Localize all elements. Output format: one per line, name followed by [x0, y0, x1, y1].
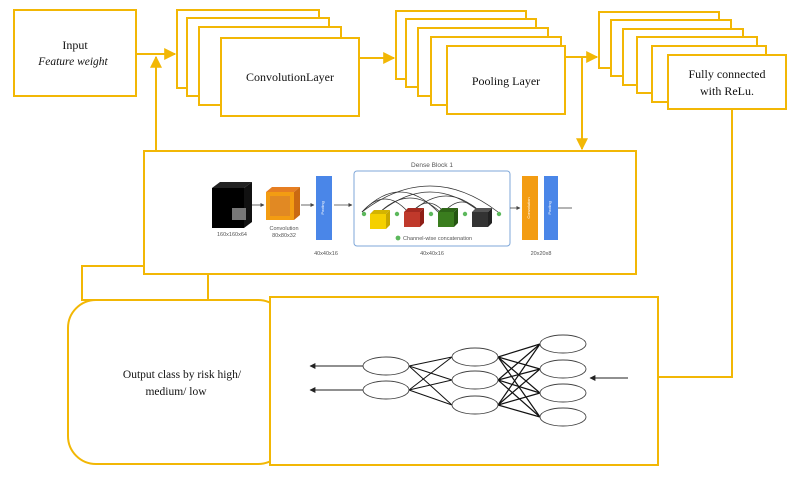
nn-hidden1-node: [451, 395, 499, 415]
dense-block-title: Dense Block 1: [411, 162, 453, 169]
concat-legend-dot: [395, 235, 401, 241]
output-class-box: Output class by risk high/ medium/ low: [67, 299, 287, 465]
output-class-line1: Output class by risk high/: [123, 369, 242, 381]
connector-dense-to-output: [81, 265, 209, 301]
conv-cube-label: Convolution: [269, 226, 298, 232]
nn-output-node: [362, 356, 410, 376]
connector-fc-to-nn: [642, 109, 733, 378]
pooling-layer-label: Pooling Layer: [472, 74, 540, 88]
conv-size-label: 80x80x32: [272, 233, 296, 239]
input-box: Input Feature weight: [13, 9, 137, 97]
concat-dots: [361, 211, 502, 217]
pooling-bar-2-tag: Pooling: [547, 201, 552, 214]
convolution-layer-stack: ConvolutionLayer: [176, 9, 360, 117]
pooling-bar-2: [544, 176, 558, 240]
nn-hidden2-node: [539, 383, 587, 403]
input-label: Input: [62, 38, 88, 52]
cube-dark: [472, 208, 492, 227]
dense-block-panel: 160x160x64 Convolution 80x80x32 Pooling …: [143, 150, 637, 275]
convolution-bar: [522, 176, 538, 240]
feature-weight-label: Feature weight: [37, 56, 108, 68]
block-size-label: 40x40x16: [420, 251, 444, 257]
nn-hidden2-node: [539, 359, 587, 379]
nn-hidden2-node: [539, 407, 587, 427]
convolution-layer-label: ConvolutionLayer: [246, 70, 334, 84]
input-size-label: 160x160x64: [217, 232, 247, 238]
nn-hidden2-node: [539, 334, 587, 354]
pool-size-label: 40x40x16: [314, 251, 338, 257]
output-class-line2: medium/ low: [145, 386, 207, 398]
convolution-bar-tag: Convolution: [526, 197, 531, 218]
concat-caption: Channel-wise concatenation: [403, 236, 472, 242]
relu-label: with ReLu.: [700, 84, 754, 98]
nn-nodes: [362, 334, 587, 427]
cube-red: [404, 208, 424, 227]
pooling-bar-1: [316, 176, 332, 240]
cube-green: [438, 208, 458, 227]
neural-network-panel: [269, 296, 659, 466]
dense-block-1: Dense Block 1: [353, 162, 511, 247]
nn-edges-o-to-h: [408, 356, 453, 406]
convolution-cube: [266, 187, 300, 220]
fully-connected-label: Fully connected: [689, 67, 766, 81]
out-size-label: 20x20x8: [531, 251, 552, 257]
nn-output-node: [362, 380, 410, 400]
nn-edges-h-to-h: [497, 343, 541, 418]
input-tensor-cube: [212, 182, 252, 228]
nn-hidden1-node: [451, 370, 499, 390]
pooling-layer-stack: Pooling Layer: [395, 10, 566, 115]
pooling-bar-1-tag: Pooling: [320, 201, 325, 214]
nn-hidden1-node: [451, 347, 499, 367]
fully-connected-stack: Fully connected with ReLu.: [598, 11, 787, 110]
cube-yellow: [370, 210, 390, 229]
